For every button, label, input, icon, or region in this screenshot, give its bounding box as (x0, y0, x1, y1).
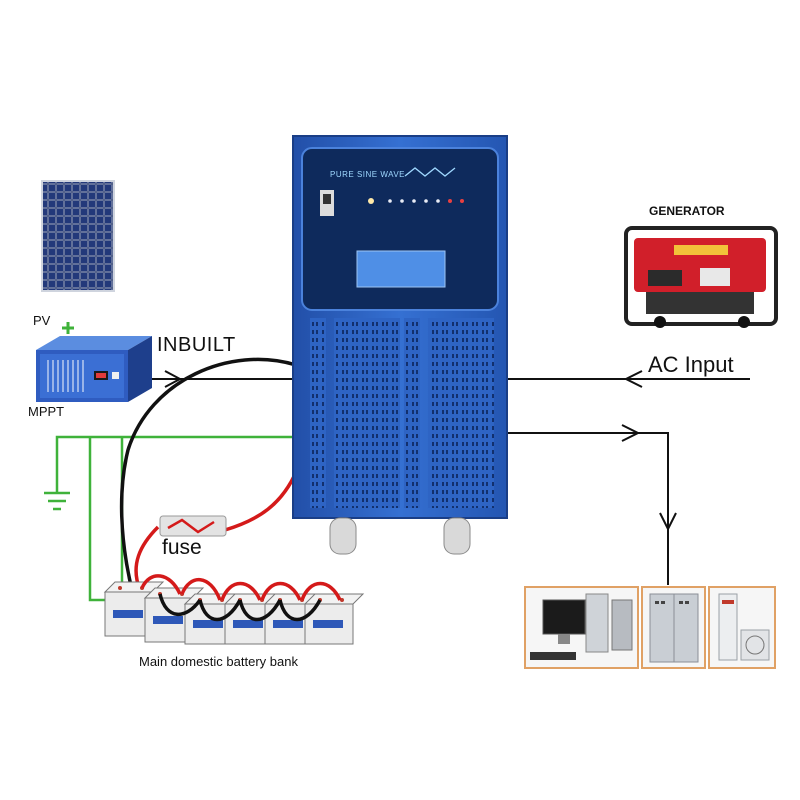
pv-label: PV (33, 313, 51, 328)
mppt-controller-icon (36, 336, 152, 402)
battery-bank-caption: Main domestic battery bank (139, 654, 298, 669)
inbuilt-arrow (152, 370, 295, 388)
computer-icon (524, 586, 639, 669)
inbuilt-label: INBUILT (157, 334, 236, 356)
battery-bank (103, 574, 365, 645)
battery-icon (303, 593, 365, 645)
inverter-panel-title: PURE SINE WAVE (330, 170, 406, 179)
black-cable (119, 357, 297, 591)
fuse-label: fuse (162, 536, 202, 559)
output-arrow (505, 424, 677, 585)
generator-icon (624, 226, 778, 328)
fuse-icon (159, 515, 227, 537)
ground-icon (44, 491, 70, 511)
generator-label: GENERATOR (649, 204, 725, 218)
mppt-label: MPPT (28, 404, 65, 419)
plus-icon (62, 322, 74, 334)
server-cabinet-icon (641, 586, 706, 669)
ac-input-label: AC Input (648, 352, 734, 377)
battery-interconnects (140, 574, 342, 622)
solar-panel-icon (41, 180, 115, 292)
ac-input-arrow (505, 370, 750, 388)
air-conditioner-icon (708, 586, 776, 669)
inverter-icon (292, 135, 508, 555)
